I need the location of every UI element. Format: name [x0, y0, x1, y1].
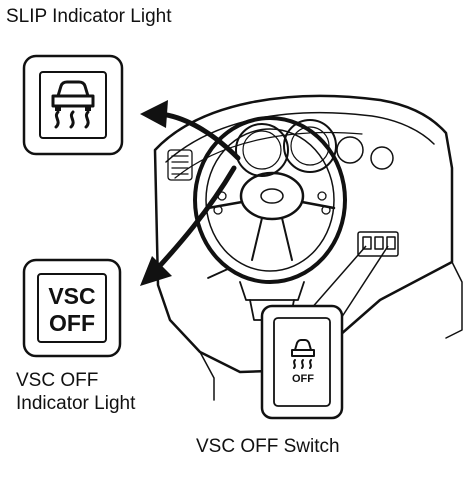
dash-switch-panel	[357, 231, 399, 257]
gauge-cluster	[235, 119, 394, 177]
switch-off-text: OFF	[292, 373, 314, 385]
slip-indicator-icon	[22, 54, 124, 156]
vsc-off-indicator-icon: VSC OFF	[22, 258, 122, 358]
slip-arrow-head	[140, 100, 168, 128]
left-vent	[167, 149, 193, 181]
vsc-off-switch-label: VSC OFF Switch	[196, 436, 340, 457]
vsc-arrow-head	[140, 256, 172, 286]
steering-wheel	[193, 116, 347, 284]
off-text: OFF	[49, 310, 95, 336]
vsc-text: VSC	[48, 283, 95, 309]
arrows	[140, 100, 241, 286]
vsc-off-indicator-label-line1: VSC OFF	[16, 370, 99, 391]
vsc-off-switch-icon: OFF	[260, 304, 344, 420]
arrow-to-vsc-off-indicator	[153, 165, 237, 273]
dashboard-outline	[153, 94, 463, 401]
vsc-off-indicator-label-line2: Indicator Light	[16, 393, 136, 414]
slip-indicator-label: SLIP Indicator Light	[6, 6, 172, 27]
